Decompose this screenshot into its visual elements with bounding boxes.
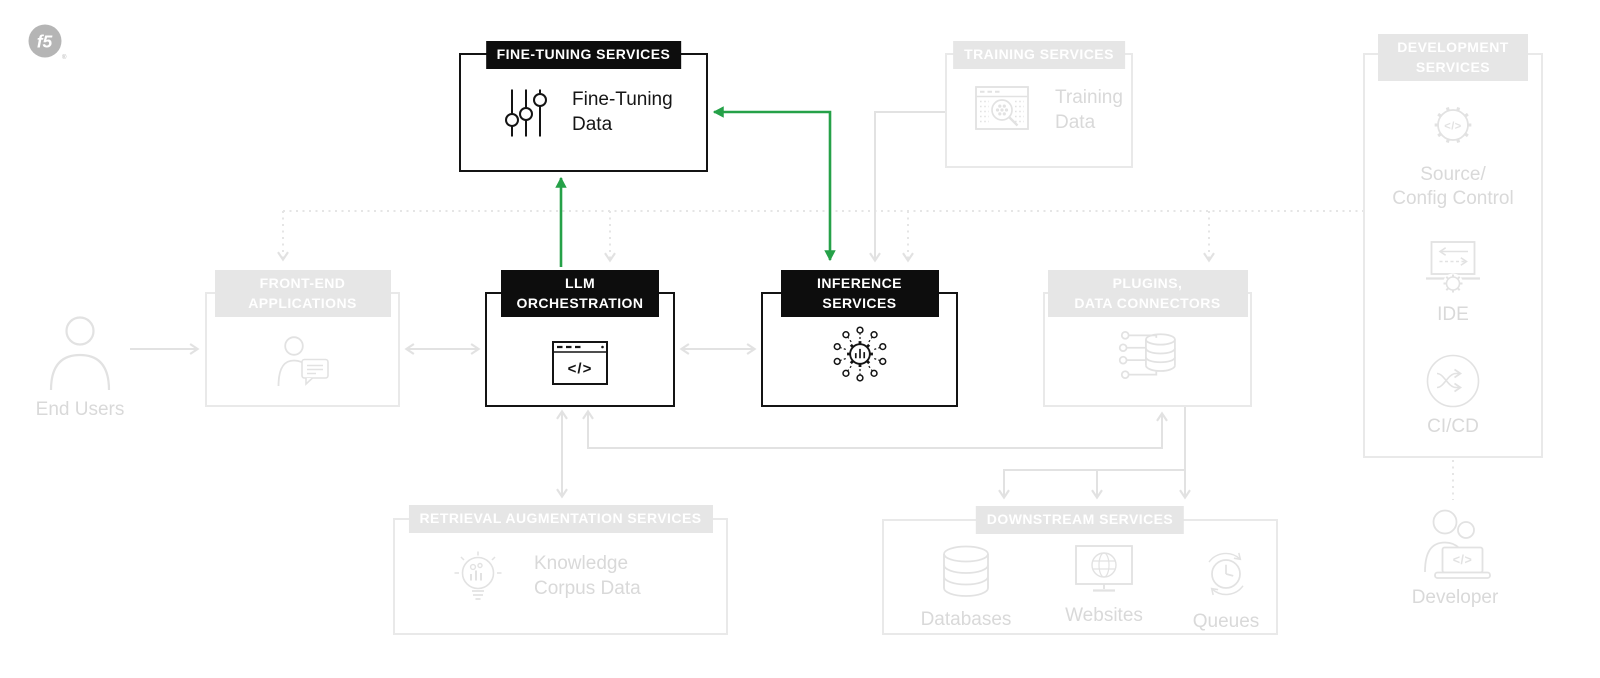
arrow-plugins-downstream-left [998, 469, 1185, 500]
developer-figure: </> Developer [1405, 508, 1505, 610]
svg-text:</>: </> [568, 361, 593, 378]
f5-logo: f5 ® [28, 24, 67, 61]
bulb-icon [454, 551, 502, 600]
websites-label: Websites [1065, 605, 1143, 626]
developer-label: Developer [1411, 587, 1499, 608]
plugins-data-connectors-header: PLUGINS, DATA CONNECTORS [1047, 270, 1248, 318]
cicd-label: CI/CD [1427, 416, 1479, 438]
downstream-services-header: DOWNSTREAM SERVICES [975, 506, 1185, 534]
arrow-training-inference [869, 111, 945, 263]
queue-icon [1208, 552, 1244, 596]
plugins-data-connectors-box: PLUGINS, DATA CONNECTORS [1043, 270, 1252, 407]
queues-item: Queues [1172, 545, 1280, 634]
front-end-applications-box: FRONT-END APPLICATIONS [205, 270, 400, 407]
user-chat-icon [277, 336, 329, 387]
data-connector-icon [1118, 331, 1176, 379]
svg-text:f5: f5 [37, 32, 53, 52]
fine-tuning-data-label: Fine-Tuning Data [572, 89, 673, 135]
development-services-header: DEVELOPMENT SERVICES [1378, 34, 1528, 82]
retrieval-augmentation-services-header: RETRIEVAL AUGMENTATION SERVICES [408, 505, 713, 533]
knowledge-corpus-data-label: Knowledge Corpus Data [534, 553, 641, 599]
downstream-services-box: DOWNSTREAM SERVICES Databases Webs [882, 506, 1280, 635]
developer-icon: </> [1424, 509, 1491, 579]
llm-orchestration-box: LLM ORCHESTRATION </> [485, 270, 675, 407]
ide-label: IDE [1437, 304, 1469, 326]
database-icon [943, 545, 989, 597]
databases-item: Databases [910, 545, 1022, 632]
svg-text:</>: </> [1453, 553, 1473, 567]
website-icon [1075, 545, 1133, 592]
fine-tuning-services-box: FINE-TUNING SERVICES Fine-Tuning Data [459, 41, 708, 172]
sliders-icon [505, 89, 547, 136]
source-config-control-label: Source/ Config Control [1392, 164, 1514, 210]
websites-item: Websites [1048, 545, 1160, 628]
svg-text:</>: </> [1444, 120, 1462, 132]
training-data-label: Training Data [1055, 87, 1123, 133]
databases-label: Databases [920, 609, 1012, 630]
training-services-box: TRAINING SERVICES Trainin [945, 41, 1133, 168]
fine-tuning-services-header: FINE-TUNING SERVICES [485, 41, 682, 69]
code-window-icon: </> [552, 341, 608, 385]
training-services-header: TRAINING SERVICES [953, 41, 1125, 69]
ide-icon [1426, 241, 1480, 294]
end-users-label: End Users [35, 399, 125, 420]
arrow-llm-plugins [582, 409, 1168, 449]
retrieval-augmentation-services-box: RETRIEVAL AUGMENTATION SERVICES Knowledg… [393, 505, 728, 635]
front-end-applications-header: FRONT-END APPLICATIONS [214, 270, 391, 318]
gear-network-icon [833, 326, 886, 382]
end-users-figure: End Users [26, 316, 134, 422]
gear-code-icon: </> [1434, 107, 1472, 143]
cicd-icon [1426, 355, 1480, 408]
table-search-icon [975, 85, 1029, 130]
development-services-box: DEVELOPMENT SERVICES </> Source/ Config … [1363, 34, 1543, 458]
inference-services-header: INFERENCE SERVICES [780, 270, 939, 318]
person-icon [49, 316, 111, 390]
svg-text:®: ® [62, 54, 67, 61]
inference-services-box: INFERENCE SERVICES [761, 270, 958, 407]
llm-orchestration-header: LLM ORCHESTRATION [501, 270, 659, 318]
queues-label: Queues [1192, 611, 1260, 632]
arrow-finetuning-inference [712, 106, 836, 262]
